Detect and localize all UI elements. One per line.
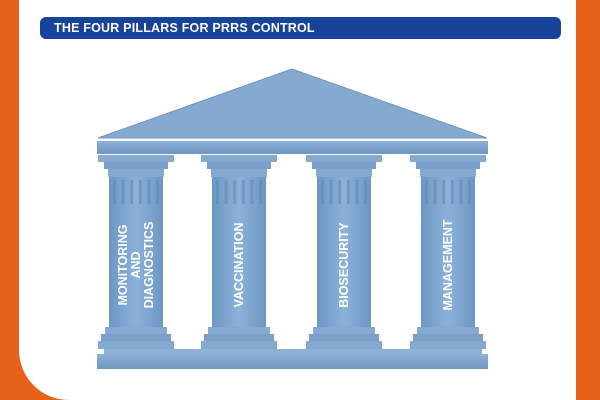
pillar-label-line: MONITORING <box>116 224 130 305</box>
temple-base-step <box>104 349 482 354</box>
temple-roof <box>97 68 488 139</box>
pillar-2: VACCINATION <box>201 155 277 349</box>
pillar-3: BIOSECURITY <box>306 155 382 349</box>
pillar-4: MANAGEMENT <box>410 155 486 349</box>
pillar-label-line: BIOSECURITY <box>337 222 351 308</box>
temple-base <box>97 354 488 369</box>
title-bar: THE FOUR PILLARS FOR PRRS CONTROL <box>40 17 561 39</box>
pillar-label-line: AND <box>129 251 143 278</box>
page-title: THE FOUR PILLARS FOR PRRS CONTROL <box>54 21 315 35</box>
pillar-label-4: MANAGEMENT <box>441 219 455 310</box>
pillar-label-line: DIAGNOSTICS <box>142 222 156 309</box>
pillar-label-line: MANAGEMENT <box>441 219 455 310</box>
temple-architrave <box>97 141 488 154</box>
pillar-1: MONITORINGANDDIAGNOSTICS <box>98 155 174 349</box>
pillar-label-line: VACCINATION <box>232 223 246 308</box>
pillar-label-1: MONITORINGANDDIAGNOSTICS <box>116 222 156 309</box>
pillar-label-3: BIOSECURITY <box>337 222 351 308</box>
pillar-label-2: VACCINATION <box>232 223 246 308</box>
